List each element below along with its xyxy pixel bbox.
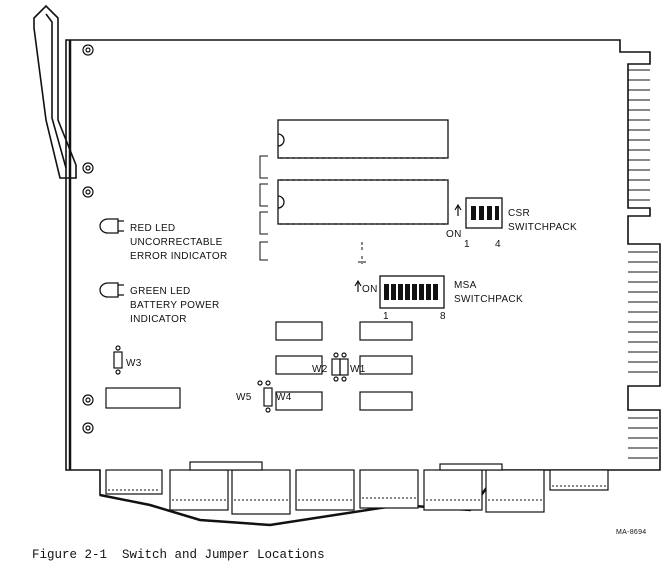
msa-label-2: SWITCHPACK bbox=[454, 294, 523, 305]
board-outline bbox=[65, 39, 661, 526]
msa-on-label: ON bbox=[362, 284, 378, 295]
memory-board-diagram: ON 1 4 CSR SWITCHPACK ON 1 8 MSA SWITCHP… bbox=[33, 4, 661, 536]
jumper-w3-label: W3 bbox=[126, 358, 142, 369]
msa-switchpack: ON 1 8 MSA SWITCHPACK bbox=[354, 275, 523, 322]
jumper-w2 bbox=[331, 352, 341, 382]
jumper-w1 bbox=[339, 352, 349, 382]
csr-on-label: ON bbox=[446, 229, 462, 240]
jumper-w5-label: W5 bbox=[236, 392, 252, 403]
jumper-w1-label: W1 bbox=[350, 364, 366, 375]
red-led-desc-2: ERROR INDICATOR bbox=[130, 251, 227, 262]
figure-code: MA-8694 bbox=[616, 529, 647, 536]
msa-num-right: 8 bbox=[440, 311, 446, 322]
red-led-desc-1: UNCORRECTABLE bbox=[130, 237, 223, 248]
upper-large-ics bbox=[277, 119, 449, 225]
bottom-connector-pins bbox=[108, 485, 606, 501]
figure-caption: Figure 2-1 Switch and Jumper Locations bbox=[32, 548, 325, 562]
green-led-desc-2: INDICATOR bbox=[130, 314, 187, 325]
edge-connector bbox=[628, 69, 658, 459]
csr-label: CSR bbox=[508, 208, 530, 219]
jumper-w3 bbox=[113, 345, 123, 375]
msa-label: MSA bbox=[454, 280, 477, 291]
jumper-w2-label: W2 bbox=[312, 364, 328, 375]
csr-num-left: 1 bbox=[464, 239, 470, 250]
jumper-w5 bbox=[257, 380, 273, 413]
jumper-w4-label: W4 bbox=[276, 392, 292, 403]
small-ics bbox=[105, 321, 413, 411]
green-led-desc-1: BATTERY POWER bbox=[130, 300, 219, 311]
socket-brackets bbox=[259, 155, 366, 264]
green-led-label: GREEN LED bbox=[130, 286, 191, 297]
red-led bbox=[99, 218, 124, 234]
csr-num-right: 4 bbox=[495, 239, 501, 250]
ic-pins bbox=[108, 321, 410, 411]
csr-switchpack: ON 1 4 CSR SWITCHPACK bbox=[446, 197, 577, 250]
figure-title: Switch and Jumper Locations bbox=[122, 548, 325, 562]
msa-num-left: 1 bbox=[383, 311, 389, 322]
csr-label-2: SWITCHPACK bbox=[508, 222, 577, 233]
red-led-label: RED LED bbox=[130, 223, 175, 234]
bottom-connectors bbox=[105, 461, 609, 515]
figure-number: Figure 2-1 bbox=[32, 548, 108, 562]
mounting-holes bbox=[82, 44, 94, 434]
green-led bbox=[99, 282, 124, 298]
ejector-handle bbox=[33, 4, 77, 179]
